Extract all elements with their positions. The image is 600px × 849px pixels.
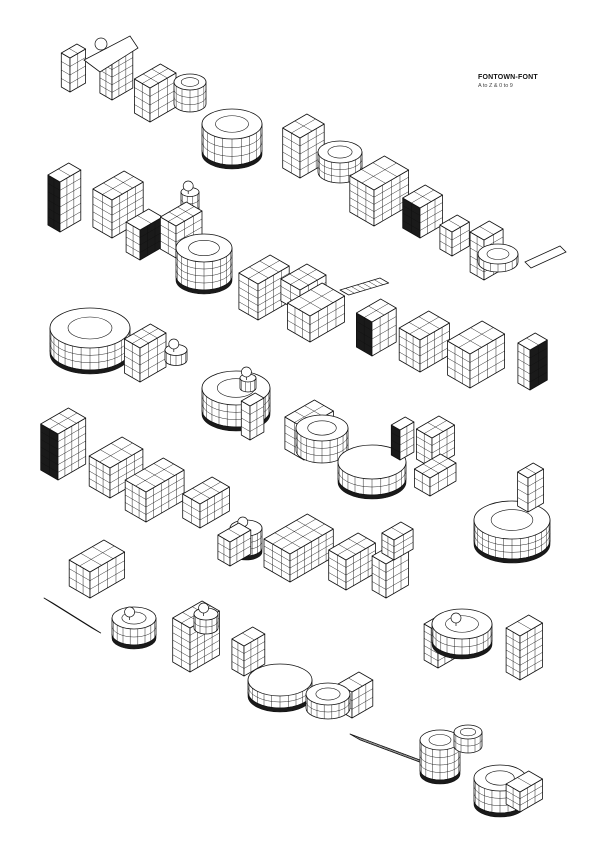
stair-ramp xyxy=(339,277,390,296)
building-block xyxy=(355,298,397,357)
round-tower xyxy=(173,73,207,113)
building-block xyxy=(263,513,334,583)
building-block xyxy=(282,113,325,179)
building-block xyxy=(447,320,506,389)
round-tower xyxy=(164,338,188,366)
round-tower xyxy=(337,444,407,500)
building-block xyxy=(287,282,346,343)
round-tower xyxy=(239,366,257,393)
poster-title: FONTOWN-FONT xyxy=(478,74,538,81)
building-block xyxy=(217,522,252,567)
building-block xyxy=(398,310,450,373)
round-tower xyxy=(453,724,483,754)
round-tower xyxy=(473,500,551,564)
title-block: FONTOWN-FONT A to Z & 0 to 9 xyxy=(478,74,538,89)
building-block xyxy=(390,416,415,461)
round-tower xyxy=(193,602,219,635)
round-tower xyxy=(201,108,263,170)
round-tower xyxy=(111,606,157,650)
building-block xyxy=(68,539,125,599)
round-tower xyxy=(419,729,461,785)
building-block xyxy=(240,392,265,441)
building-block xyxy=(60,43,86,93)
building-block xyxy=(40,407,87,481)
building-block xyxy=(413,453,457,497)
building-block xyxy=(47,162,82,233)
round-tower xyxy=(175,233,233,295)
stair-ramp xyxy=(43,597,102,634)
building-block xyxy=(402,184,443,239)
building-block xyxy=(415,415,455,469)
round-tower xyxy=(247,663,313,713)
poster-subtitle: A to Z & 0 to 9 xyxy=(478,83,513,89)
building-block xyxy=(88,436,144,499)
building-block xyxy=(505,614,543,681)
building-block xyxy=(124,457,185,523)
building-block xyxy=(328,532,376,591)
round-tower xyxy=(477,243,519,273)
building-block xyxy=(125,208,163,261)
building-block xyxy=(349,155,410,227)
round-tower xyxy=(431,608,493,660)
building-block xyxy=(517,462,544,513)
building-block xyxy=(182,476,230,529)
round-tower xyxy=(305,682,351,720)
building-block xyxy=(439,214,470,257)
building-block xyxy=(505,770,543,813)
stair-ramp xyxy=(349,733,431,767)
round-tower xyxy=(49,307,131,375)
building-block xyxy=(133,63,177,123)
building-block xyxy=(517,332,548,391)
building-block xyxy=(231,626,266,677)
round-tower xyxy=(295,414,349,464)
building-block xyxy=(381,521,414,561)
building-block xyxy=(124,323,167,383)
